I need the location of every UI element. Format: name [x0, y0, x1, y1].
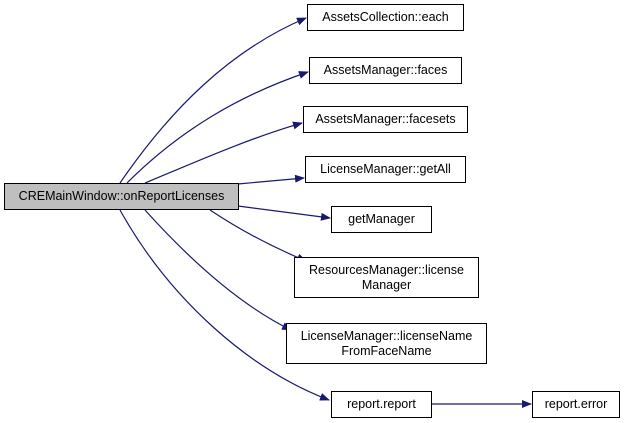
callee-label: report.error — [544, 397, 608, 411]
callee-label: AssetsManager::faces — [323, 63, 448, 77]
callee-label: getManager — [348, 212, 415, 226]
callee-label-line-1: ResourcesManager::license — [309, 262, 464, 277]
callee-node-getmanager[interactable]: getManager — [331, 206, 432, 233]
edge-to-report-report — [119, 209, 330, 401]
edge-to-resources-manager-license-manager — [209, 209, 307, 262]
edge-to-getmanager — [237, 205, 331, 221]
callee-node-assets-manager-facesets[interactable]: AssetsManager::facesets — [303, 106, 468, 133]
callee-label-line-2: Manager — [361, 277, 412, 292]
callee-label: AssetsCollection::each — [322, 10, 449, 24]
callee-label: LicenseManager::getAll — [320, 162, 451, 176]
callee-label: AssetsManager::facesets — [315, 112, 456, 126]
callee-node-report-error[interactable]: report.error — [532, 391, 620, 418]
edge-to-license-manager-license-name-from-face-name — [144, 209, 292, 331]
callee-node-report-report[interactable]: report.report — [331, 391, 432, 418]
callee-node-resources-manager-license-manager[interactable]: ResourcesManager::license Manager — [294, 257, 479, 298]
root-function-label: CREMainWindow::onReportLicenses — [18, 189, 225, 203]
callee-node-assets-manager-faces[interactable]: AssetsManager::faces — [309, 57, 462, 84]
edge-to-license-manager-getall — [237, 174, 305, 185]
callee-node-assets-collection-each[interactable]: AssetsCollection::each — [307, 4, 464, 31]
callee-node-license-manager-license-name-from-face-name[interactable]: LicenseManager::licenseName FromFaceName — [286, 323, 487, 364]
edge-to-assets-collection-each — [119, 17, 307, 184]
root-function-node: CREMainWindow::onReportLicenses — [4, 183, 239, 210]
callee-label-line-2: FromFaceName — [341, 343, 432, 358]
callee-node-license-manager-getall[interactable]: LicenseManager::getAll — [305, 156, 466, 183]
callee-label: report.report — [347, 397, 416, 411]
edge-to-assets-manager-faces — [126, 71, 309, 184]
edge-to-assets-manager-facesets — [144, 121, 303, 184]
callee-label-line-1: LicenseManager::licenseName — [300, 328, 473, 343]
